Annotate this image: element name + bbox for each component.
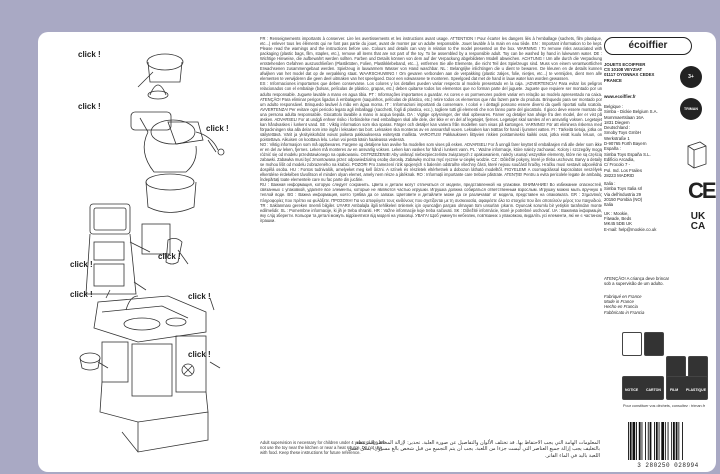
barcode-bar bbox=[667, 422, 669, 460]
importer-line: España : bbox=[604, 146, 621, 152]
instructions-paragraph: RU : Важная информация, которую следует … bbox=[260, 182, 602, 223]
importer-line: UK : Mookie, bbox=[604, 210, 629, 216]
barcode-bar bbox=[655, 422, 658, 460]
ukca-line: CA bbox=[690, 221, 706, 232]
fabrication-line: Made in France bbox=[604, 299, 634, 305]
barcode-bar bbox=[632, 422, 636, 460]
ukca-line: UK bbox=[690, 211, 706, 222]
importer-line: Italia : bbox=[604, 181, 616, 187]
assembly-illustration bbox=[79, 53, 225, 453]
arabic-instructions: المعلومات الهامة التي يجب الاحتفاظ بها. … bbox=[347, 440, 600, 459]
click-label: click ! bbox=[78, 50, 101, 59]
importer-line: Simba Toys España S.L. bbox=[604, 151, 651, 157]
importer-line: Smoby Toys GmbH bbox=[604, 130, 641, 136]
barcode-bar bbox=[658, 422, 660, 460]
barcode-bar bbox=[678, 422, 680, 460]
importer-line: Fitwade, Beds bbox=[604, 215, 632, 221]
click-label: click ! bbox=[206, 124, 229, 133]
barcode-bar bbox=[654, 422, 655, 460]
recycling-tile bbox=[644, 332, 664, 356]
website-link[interactable]: www.ecoiffier.fr bbox=[604, 94, 636, 99]
ukca-mark-icon: UK CA bbox=[688, 212, 708, 232]
barcode-bar bbox=[628, 422, 629, 460]
fabrication-line: Fabriqué en France bbox=[604, 294, 642, 299]
importer-line: 20150 Pombia (NO) bbox=[604, 197, 643, 203]
barcode-bar bbox=[671, 422, 673, 460]
importer-line: C/ Frocolo 7 - bbox=[604, 162, 631, 168]
click-label: click ! bbox=[188, 350, 211, 359]
importer-line: Via dell'industria 29 bbox=[604, 191, 642, 197]
barcode-bar bbox=[636, 422, 637, 460]
barcode-bar bbox=[673, 422, 675, 460]
fabrication-line: Fabbricato in Francia bbox=[604, 309, 645, 315]
barcode-bar bbox=[638, 422, 641, 460]
barcode-bar bbox=[629, 422, 632, 460]
barcode-bar bbox=[649, 422, 652, 460]
importer-line: Werkstraße 1 bbox=[604, 135, 630, 141]
ce-mark-icon: CE bbox=[688, 178, 717, 203]
barcode-bar bbox=[647, 422, 649, 460]
barcode-bar bbox=[641, 422, 643, 460]
importer-line: Italia bbox=[604, 202, 614, 208]
assembly-panel: click ! click ! click ! click ! click ! … bbox=[38, 32, 250, 472]
package-box-icon bbox=[687, 141, 707, 169]
ecoiffier-logo: écoiffier bbox=[604, 37, 692, 55]
recycling-label: PLASTIQUE bbox=[686, 388, 707, 392]
importer-line: Mommaertslaan 16A bbox=[604, 114, 644, 120]
instructions-paragraph: NO : Viktig informasjon som må oppbevare… bbox=[260, 141, 602, 183]
importer-line: 1831 Diegem bbox=[604, 119, 630, 125]
recycling-tile bbox=[666, 376, 708, 400]
importer-line: Simba - Dickie Belgium S.A. bbox=[604, 109, 658, 115]
address-line: 01117 OYONNAX CEDEX bbox=[604, 72, 655, 78]
attention-note: ATENÇÃO! A criança deve brincar sob a su… bbox=[604, 276, 670, 287]
importer-line: E-mail: help@mookie.co.uk bbox=[604, 226, 657, 232]
address-line: JOUETS ECOIFFIER bbox=[604, 62, 646, 67]
address-line: FRANCE bbox=[604, 77, 622, 83]
importer-line: Deutschland : bbox=[604, 125, 631, 131]
importer-line: Simba Toys Italia srl bbox=[604, 186, 643, 192]
recycling-label: NOTICE bbox=[625, 388, 639, 392]
recycling-label: CARTON bbox=[646, 388, 661, 392]
address-line: CS 10108 VEYZIAT bbox=[604, 67, 643, 73]
instruction-sheet: click ! click ! click ! click ! click ! … bbox=[38, 32, 717, 472]
barcode-bar bbox=[675, 422, 678, 460]
barcode-bar bbox=[682, 422, 683, 460]
instructions-paragraph: FR : Renseignements importants à conserv… bbox=[260, 36, 602, 82]
importer-line: Pol. Ind. Los Frailes bbox=[604, 167, 642, 173]
brand-column: écoiffier JOUETS ECOIFFIER CS 10108 VEYZ… bbox=[586, 32, 717, 472]
importer-line: Belgique : bbox=[604, 104, 624, 109]
click-label: click ! bbox=[188, 292, 211, 301]
barcode-bar bbox=[664, 422, 666, 460]
recycling-label: FILM bbox=[670, 388, 679, 392]
importer-line: Edificio Arcadia, bbox=[604, 156, 635, 162]
importer-list: Belgique : Simba - Dickie Belgium S.A. M… bbox=[604, 104, 676, 232]
adult-supervision-note: Adult supervision is necessary for child… bbox=[260, 440, 386, 456]
multilingual-instructions: FR : Renseignements importants à conserv… bbox=[260, 36, 602, 440]
importer-line: D-90765 Fürth Bayern bbox=[604, 141, 647, 147]
recycling-tile bbox=[622, 332, 642, 356]
click-label: click ! bbox=[70, 290, 93, 299]
importer-line: 28223 MADRID bbox=[604, 172, 635, 178]
click-label: click ! bbox=[158, 252, 181, 261]
importer-line: MK45 5DB UK bbox=[604, 221, 632, 227]
barcode-number: 3 280250 028994 bbox=[637, 462, 699, 469]
barcode-bar bbox=[645, 422, 646, 460]
fabrication-line: Hecho en Francia bbox=[604, 304, 638, 310]
manufacturer-address: JOUETS ECOIFFIER CS 10108 VEYZIAT 01117 … bbox=[604, 62, 674, 83]
barcode-icon bbox=[628, 422, 683, 460]
recycling-info: NOTICE CARTON FILM PLASTIQUE bbox=[622, 332, 708, 402]
click-label: click ! bbox=[70, 260, 93, 269]
recycling-note: Pour constituer vos déchets, consultez :… bbox=[622, 404, 706, 408]
age-badge-icon: 3+ bbox=[680, 66, 702, 88]
instructions-paragraph: ES : Informaciones importantes que deben… bbox=[260, 81, 602, 142]
made-in-france: Fabriqué en France Made in France Hecho … bbox=[604, 294, 664, 315]
click-label: click ! bbox=[78, 102, 101, 111]
barcode-bar bbox=[661, 422, 664, 460]
triman-badge-icon: TRIMAN bbox=[680, 98, 702, 120]
recycling-tile bbox=[622, 376, 664, 400]
